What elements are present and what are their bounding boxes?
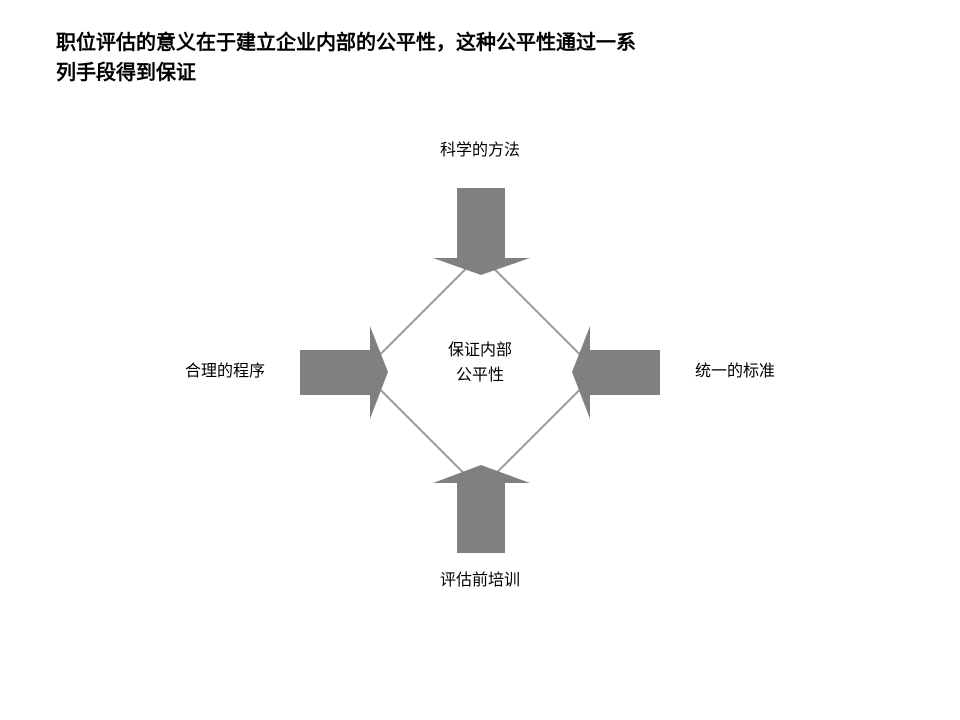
diagram-canvas: 保证内部 公平性 科学的方法 合理的程序 统一的标准 评估前培训: [0, 110, 960, 630]
center-diamond-shape: [367, 259, 593, 485]
node-label-left: 合理的程序: [184, 363, 265, 380]
node-label-right: 统一的标准: [694, 363, 775, 380]
center-node-line-1: 保证内部: [447, 342, 512, 359]
center-node-line-2: 公平性: [455, 367, 504, 384]
center-node-text: 保证内部 公平性: [390, 338, 570, 388]
node-label-top: 科学的方法: [439, 142, 520, 159]
converging-arrows-graphic: [300, 188, 660, 553]
arrow-bottom-up: [433, 465, 530, 553]
node-label-bottom: 评估前培训: [439, 572, 520, 589]
arrow-right-left: [572, 326, 660, 419]
page-title: 职位评估的意义在于建立企业内部的公平性，这种公平性通过一系 列手段得到保证: [56, 32, 636, 84]
arrow-left-right: [300, 326, 388, 419]
arrow-top-down: [433, 188, 530, 275]
